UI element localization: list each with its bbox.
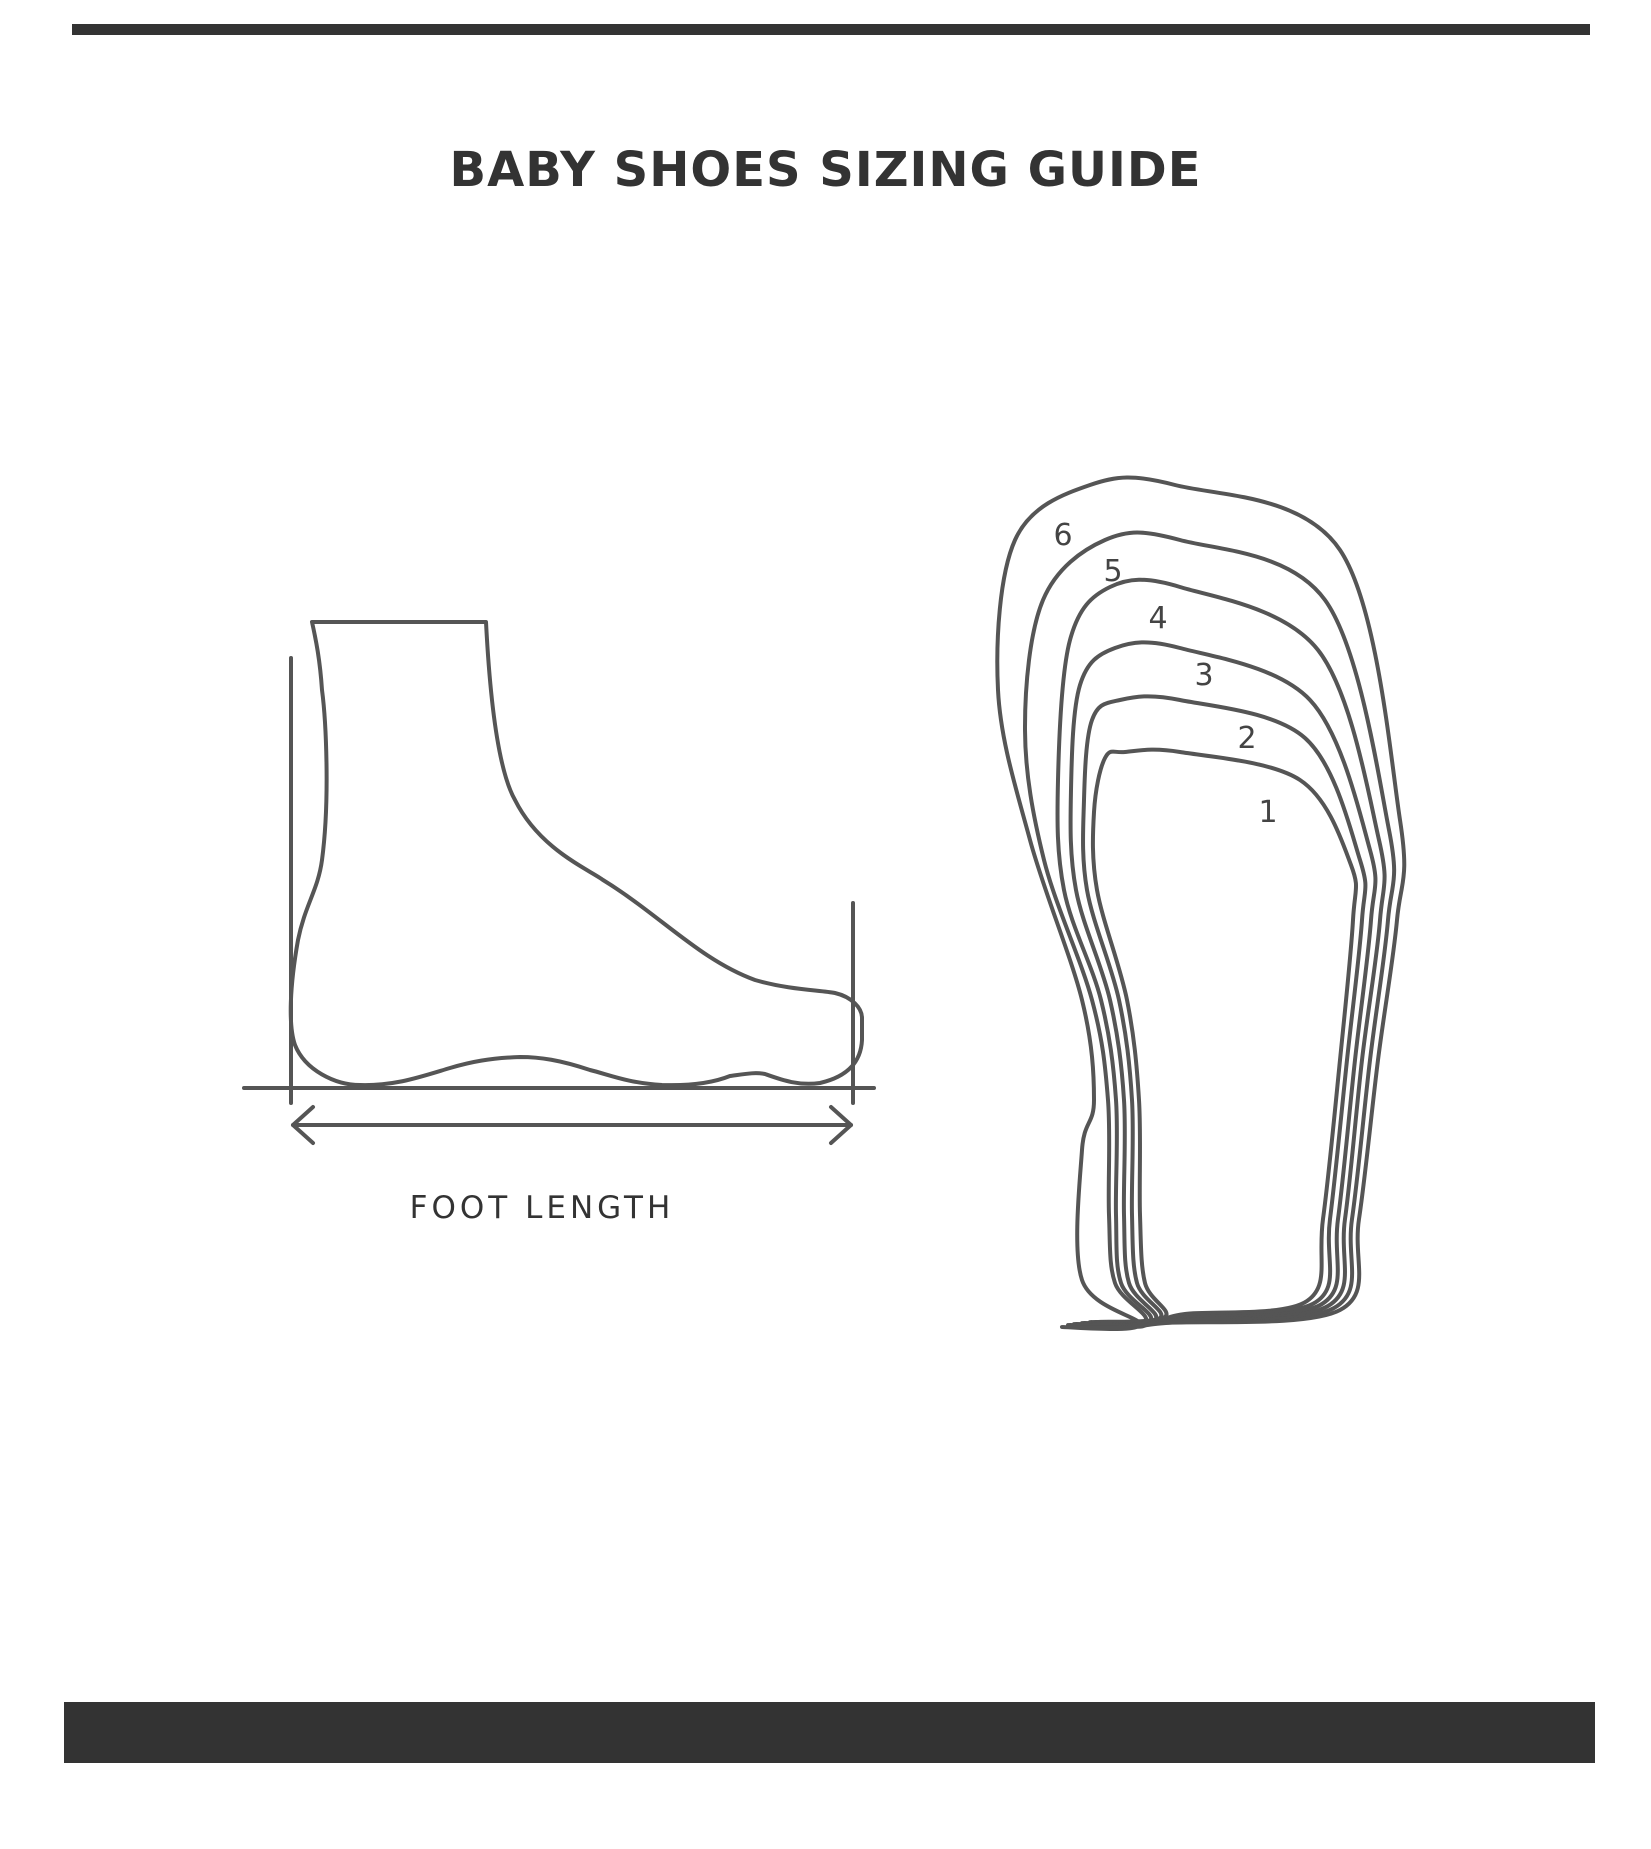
insole-size-outlines	[995, 475, 1407, 1331]
top-rule	[72, 24, 1590, 35]
length-arrow-left-head	[291, 1105, 315, 1145]
size-labels: 1 2 3 4 5 6	[1053, 518, 1277, 830]
size-label-3: 3	[1194, 658, 1213, 693]
insole-outline-size-5	[1022, 530, 1397, 1328]
size-label-5: 5	[1103, 554, 1122, 589]
length-arrow-right-head	[829, 1105, 853, 1145]
insole-outline-size-2	[1081, 694, 1368, 1325]
foot-outline	[288, 620, 864, 1088]
size-label-1: 1	[1258, 795, 1277, 830]
insole-outline-size-1	[1090, 747, 1358, 1325]
insole-outline-size-3	[1068, 640, 1378, 1326]
page-title: BABY SHOES SIZING GUIDE	[449, 142, 1202, 198]
size-label-6: 6	[1053, 518, 1072, 553]
foot-length-label: FOOT LENGTH	[409, 1190, 675, 1226]
bottom-band	[64, 1702, 1595, 1763]
insole-outline-size-6	[995, 475, 1407, 1331]
size-label-4: 4	[1148, 601, 1167, 636]
size-label-2: 2	[1237, 721, 1256, 756]
foot-side-view	[242, 620, 876, 1145]
insole-outline-size-4	[1055, 577, 1387, 1327]
